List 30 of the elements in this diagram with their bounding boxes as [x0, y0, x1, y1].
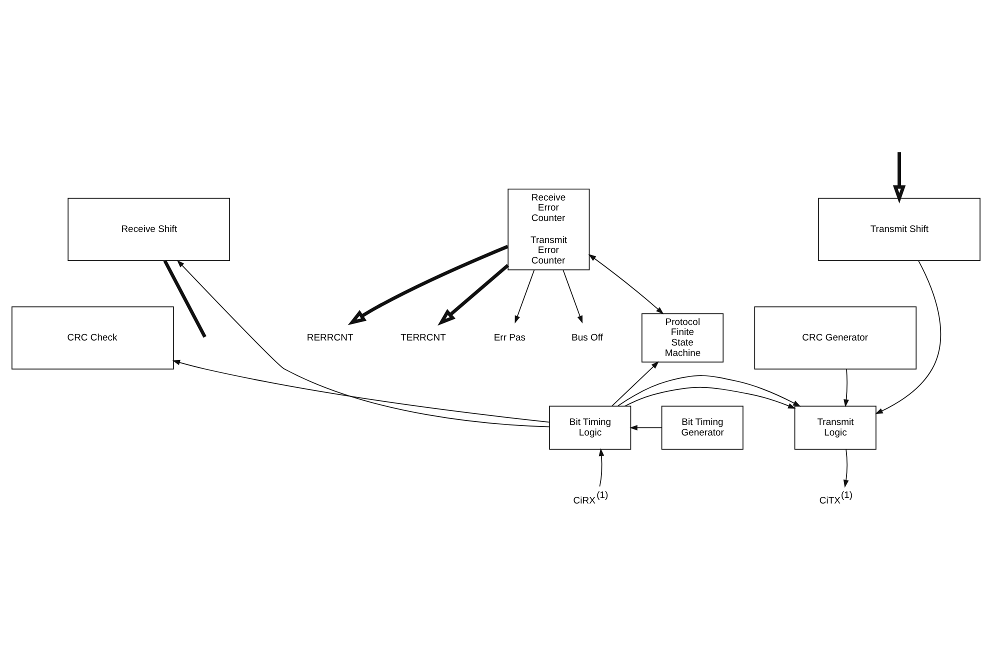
arrow	[618, 374, 801, 406]
arrow	[624, 386, 796, 408]
node-box: Bit Timing Logic	[549, 405, 632, 450]
node-box: Receive Shift	[68, 197, 230, 260]
node-text: RERRCNT	[306, 332, 354, 343]
node-box: CRC Generator	[754, 306, 917, 369]
arrow	[514, 268, 535, 323]
arrow	[172, 359, 550, 422]
node-box: Bit Timing Generator	[661, 405, 744, 450]
node-text: Err Pas	[494, 332, 526, 343]
node-box: Transmit Shift	[818, 197, 980, 260]
node-text: TERRCNT	[400, 332, 446, 343]
arrow	[588, 254, 664, 314]
arrow	[630, 424, 662, 430]
node-box: CRC Check	[12, 306, 174, 369]
arrow	[176, 259, 550, 427]
arrow	[438, 263, 510, 326]
arrow	[875, 260, 942, 414]
arrow	[348, 244, 508, 325]
node-box: Receive Error Counter Transmit Error Counter	[508, 188, 590, 270]
arrow	[844, 368, 849, 407]
node-box: Transmit Logic	[794, 405, 876, 450]
node-text: Bus Off	[572, 332, 604, 343]
arrow	[562, 268, 583, 323]
arrow	[612, 360, 659, 406]
arrow	[598, 448, 604, 486]
node-box: Protocol Finite State Machine	[642, 312, 724, 362]
arrow	[892, 152, 906, 203]
arrow	[843, 448, 849, 488]
connector	[163, 259, 206, 338]
